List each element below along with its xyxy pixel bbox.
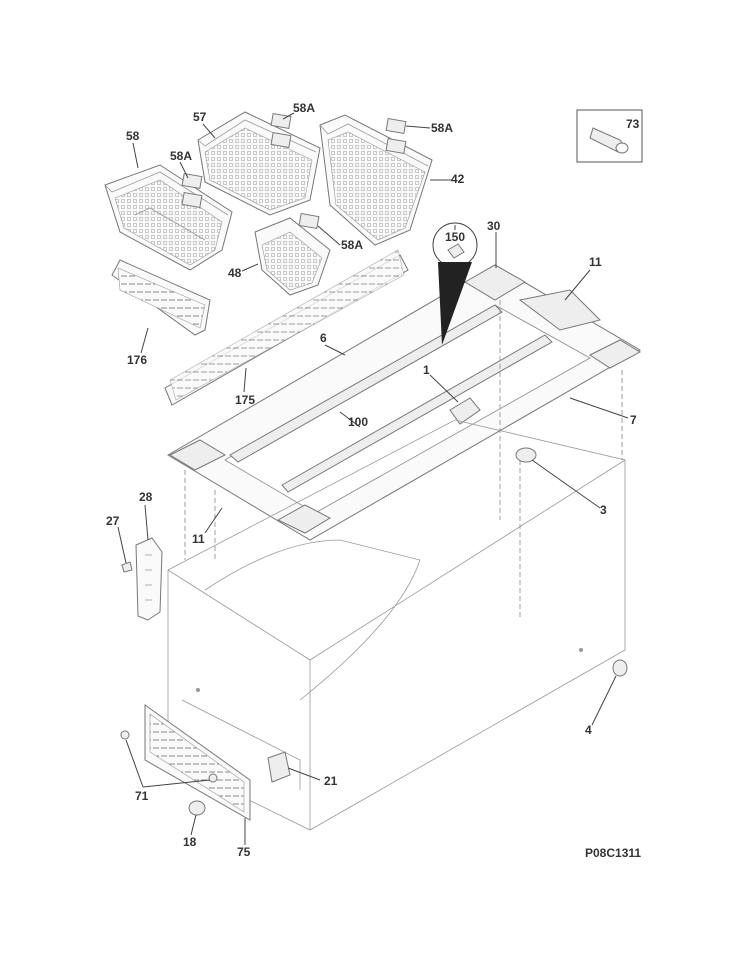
cabinet-body [167,300,626,831]
label-27: 27 [106,514,120,528]
lid-frame [167,264,642,541]
part-21 [267,751,291,783]
label-150: 150 [445,230,465,244]
basket-57 [197,111,321,216]
label-18: 18 [183,835,197,849]
label-75: 75 [237,845,251,859]
label-71: 71 [135,789,149,803]
part-73-box [576,109,643,163]
basket-58 [104,164,233,271]
label-11-top: 11 [589,255,602,269]
label-73: 73 [626,117,640,131]
label-58a-right: 58A [431,121,453,135]
label-28: 28 [139,490,153,504]
tag-58a-group [181,112,407,230]
basket-42 [319,114,433,246]
part-labels: 58 57 58A 58A 58A 58A 42 48 73 150 30 11… [106,101,640,859]
label-58a-left: 58A [170,149,192,163]
divider-176 [111,259,211,336]
label-58: 58 [126,129,140,143]
basket-48 [254,217,331,296]
label-42: 42 [451,172,465,186]
label-4: 4 [585,723,592,737]
leader-lines [117,112,629,845]
part-18 [188,800,206,816]
part-4 [612,659,628,677]
label-48: 48 [228,266,242,280]
label-30: 30 [487,219,501,233]
detail-150-callout [432,222,478,345]
label-58a-top: 58A [293,101,315,115]
label-57: 57 [193,110,207,124]
page-reference-code: P08C1311 [585,846,642,860]
label-1: 1 [423,363,430,377]
label-100: 100 [348,415,368,429]
label-58a-small: 58A [341,238,363,252]
label-176: 176 [127,353,147,367]
divider-175 [164,249,409,406]
label-3: 3 [600,503,607,517]
part-28 [135,537,163,621]
part-75-grille [144,704,251,821]
label-175: 175 [235,393,255,407]
label-21: 21 [324,774,338,788]
part-27 [121,561,133,573]
label-7: 7 [630,413,637,427]
label-6: 6 [320,331,327,345]
label-11-left: 11 [192,532,205,546]
part-3 [515,447,537,463]
part-71 [120,730,218,783]
